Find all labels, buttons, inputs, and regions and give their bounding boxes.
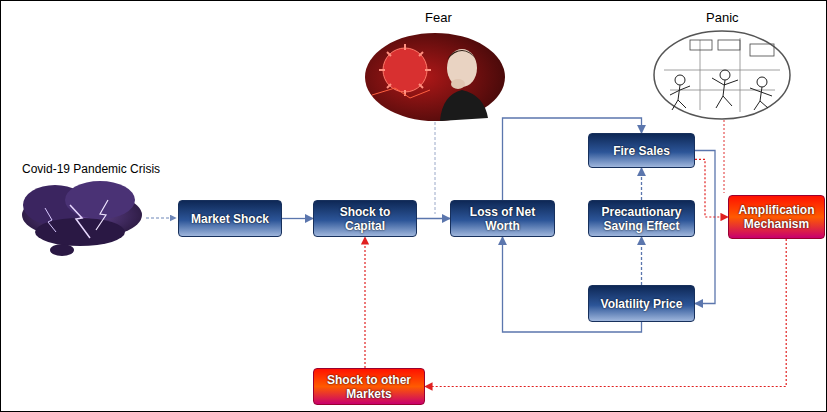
box-label: Fire Sales (613, 144, 670, 158)
box-label: Loss of Net Worth (457, 205, 548, 233)
box-label: Amplification Mechanism (735, 203, 818, 231)
process-box: Fire Sales (588, 133, 695, 168)
caption-text: Panic (706, 10, 739, 25)
leader-line (724, 120, 725, 193)
leader-line (435, 122, 436, 214)
flow-arrow (641, 168, 642, 200)
flow-arrow (641, 237, 642, 285)
flow-arrow (282, 218, 313, 219)
process-box: Volatility Price (588, 285, 695, 322)
process-box: Shock to Capital (313, 200, 417, 237)
highlight-box: Shock to other Markets (313, 368, 425, 405)
storm-cloud (22, 181, 142, 256)
highlight-box: Amplification Mechanism (728, 195, 825, 239)
box-label: Shock to Capital (320, 205, 410, 233)
fear-picture (365, 33, 505, 121)
box-label: Market Shock (191, 212, 269, 226)
box-label: Volatility Price (601, 297, 683, 311)
process-box: Loss of Net Worth (450, 200, 555, 237)
panic-picture (654, 31, 790, 119)
process-box: Market Shock (178, 200, 282, 237)
caption-text: Fear (425, 10, 452, 25)
leader-line (146, 218, 176, 219)
flow-arrow (695, 159, 728, 217)
box-label: Shock to other Markets (320, 373, 418, 401)
flow-arrow (364, 237, 365, 368)
box-label: Precautionary Saving Effect (595, 205, 688, 233)
flow-arrow (425, 239, 786, 387)
caption-text: Covid-19 Pandemic Crisis (22, 162, 160, 176)
process-box: Precautionary Saving Effect (588, 200, 695, 237)
flow-arrow (417, 218, 450, 219)
